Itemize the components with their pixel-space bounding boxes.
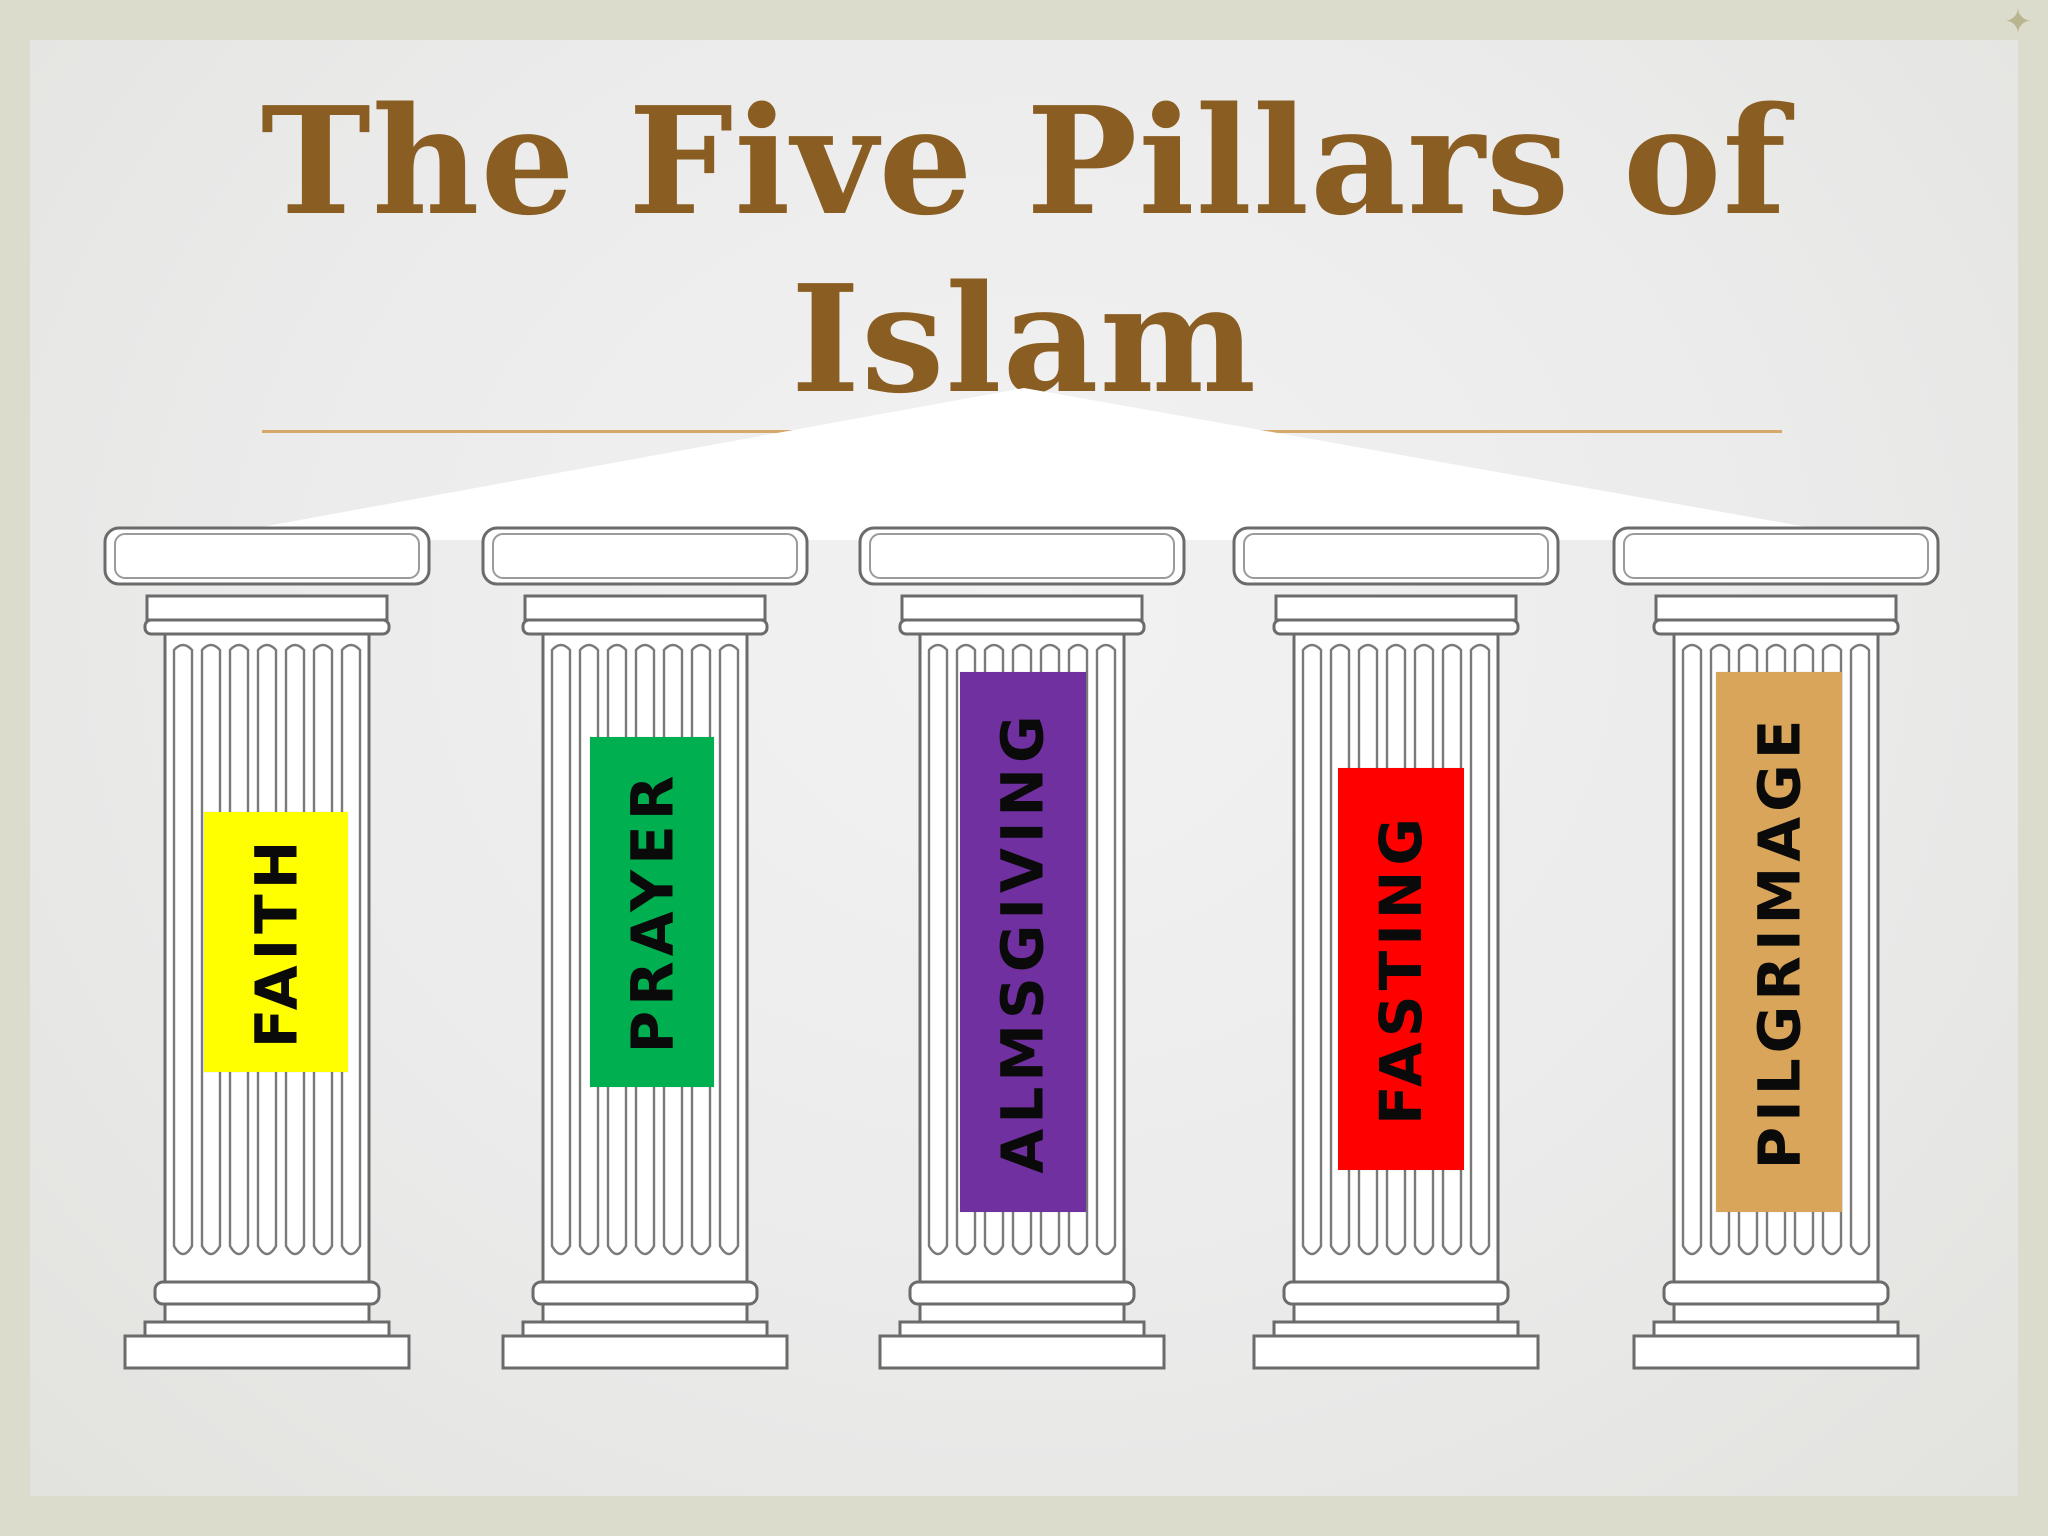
pillar-label-almsgiving: ALMSGIVING xyxy=(960,672,1086,1212)
four-point-star-icon: ✦ xyxy=(2003,2,2033,42)
pillar-label-text: PRAYER xyxy=(618,770,687,1054)
pillar-label-text: FASTING xyxy=(1367,813,1436,1125)
slide-title: The Five Pillars of Islam xyxy=(174,72,1874,428)
pillar-label-fasting: FASTING xyxy=(1338,768,1464,1170)
pillar-label-text: ALMSGIVING xyxy=(989,710,1058,1174)
pillar-label-pilgrimage: PILGRIMAGE xyxy=(1716,672,1842,1212)
pillar-label-text: PILGRIMAGE xyxy=(1745,714,1814,1170)
pillar-label-faith: FAITH xyxy=(204,812,348,1072)
pillar-label-prayer: PRAYER xyxy=(590,737,714,1087)
title-line-1: The Five Pillars of xyxy=(260,74,1788,248)
pillar-label-text: FAITH xyxy=(242,835,311,1049)
temple-roof xyxy=(190,388,1880,540)
